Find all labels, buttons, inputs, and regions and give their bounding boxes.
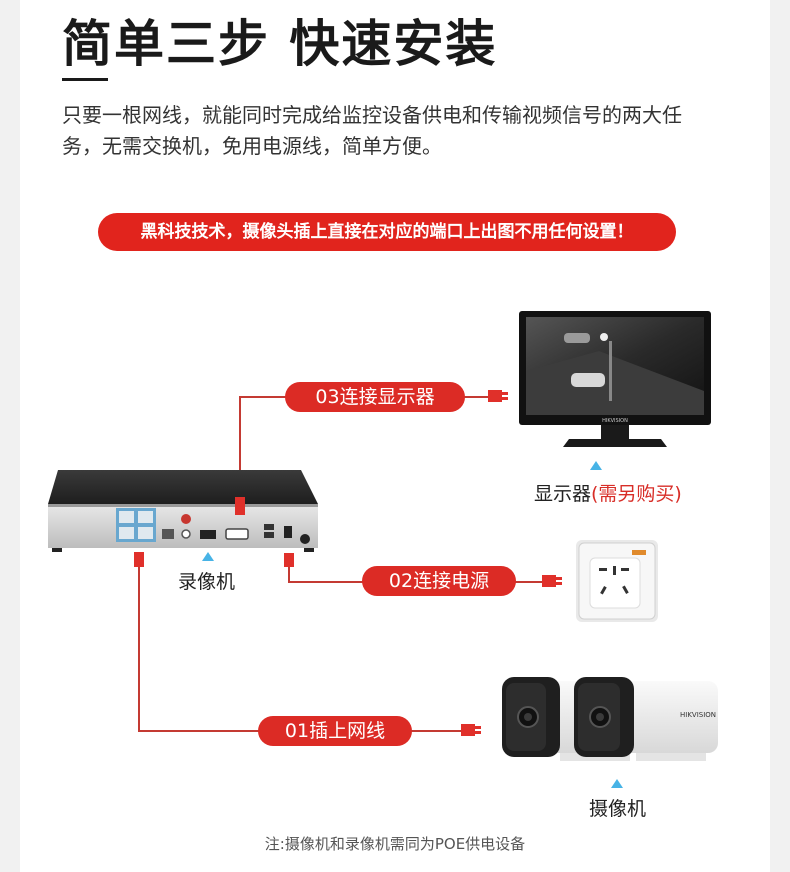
power-outlet xyxy=(576,540,658,622)
nvr-power-plug xyxy=(284,553,294,567)
power-plug-tip xyxy=(556,577,562,580)
monitor-note: (需另购买) xyxy=(591,483,682,505)
camera-label: 摄像机 xyxy=(589,798,647,820)
step-03-connect-monitor: 03连接显示器 xyxy=(285,382,465,412)
power-line-vertical xyxy=(288,560,290,582)
monitor-indicator-icon xyxy=(590,461,602,470)
network-plug-tip xyxy=(475,726,481,729)
camera-indicator-icon xyxy=(611,779,623,788)
nvr-recorder xyxy=(48,470,318,552)
network-plug-tip xyxy=(475,731,481,734)
step-02-connect-power: 02连接电源 xyxy=(362,566,516,596)
step-01-plug-network: 01插上网线 xyxy=(258,716,412,746)
network-line-vertical xyxy=(138,565,140,731)
power-plug-tip xyxy=(556,582,562,585)
monitor-line-vertical xyxy=(239,397,241,500)
power-plug xyxy=(542,575,556,587)
monitor-plug xyxy=(488,390,502,402)
monitor-label-text: 显示器 xyxy=(534,483,592,505)
title-underline xyxy=(62,78,108,81)
page-title: 简单三步 快速安装 xyxy=(62,15,498,73)
monitor-brand: HIKVISION xyxy=(602,418,628,424)
camera-brand: HIKVISION xyxy=(680,711,716,719)
nvr-poe-plug xyxy=(134,552,144,567)
monitor-display: HIKVISION xyxy=(519,311,711,447)
nvr-hdmi-plug xyxy=(235,497,245,515)
bullet-cameras: HIKVISION xyxy=(502,677,718,761)
monitor-plug-tip xyxy=(502,392,508,395)
nvr-indicator-icon xyxy=(202,552,214,561)
nvr-label: 录像机 xyxy=(178,571,236,593)
network-plug xyxy=(461,724,475,736)
monitor-plug-tip xyxy=(502,397,508,400)
footer-note: 注:摄像机和录像机需同为POE供电设备 xyxy=(264,835,526,853)
feature-banner: 黑科技技术，摄像头插上直接在对应的端口上出图不用任何设置！ xyxy=(98,213,676,251)
page-description: 只要一根网线，就能同时完成给监控设备供电和传输视频信号的两大任务，无需交换机，免… xyxy=(62,103,682,158)
monitor-label: 显示器(需另购买) xyxy=(534,479,682,506)
